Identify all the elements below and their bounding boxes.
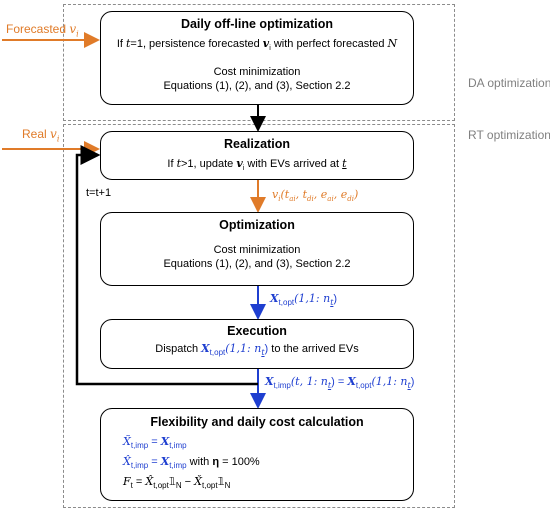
rt-optimization-label: RT optimization [468, 128, 550, 142]
loop-label: t=t+1 [86, 187, 112, 199]
execution-title: Execution [227, 324, 287, 338]
vi-tuple-label: vi(tai, tdi, eai, edi) [272, 188, 359, 204]
optimization-box: Optimization Cost minimization Equations… [100, 212, 414, 286]
daily-box-title: Daily off-line optimization [180, 17, 334, 31]
execution-line1: Dispatch Xt,opt(1,1: nt) to the arrived … [155, 342, 359, 358]
xopt-label: Xt,opt(1,1: nt) [270, 292, 338, 308]
optimization-line2: Equations (1), (2), and (3), Section 2.2 [163, 258, 351, 270]
optimization-title: Optimization [219, 218, 295, 232]
flexibility-eq3: Ft = X̂t,opt𝟙N − X̌t,opt𝟙N [123, 475, 231, 491]
daily-box-line3: Equations (1), (2), and (3), Section 2.2 [163, 80, 351, 93]
daily-box-line1: If t=1, persistence forecasted vi with p… [116, 37, 398, 53]
daily-offline-optimization-box: Daily off-line optimization If t=1, pers… [100, 11, 414, 105]
optimization-line1: Cost minimization [213, 244, 301, 256]
feedback-loop-line [75, 145, 258, 386]
flexibility-box: Flexibility and daily cost calculation X… [100, 408, 414, 501]
flexibility-eq2: X̂t,imp = Xt,imp with η = 100% [123, 455, 260, 471]
forecasted-input-label: Forecasted vi [6, 22, 79, 39]
execution-box: Execution Dispatch Xt,opt(1,1: nt) to th… [100, 319, 414, 369]
ximp-label: Xt,imp(t, 1: nt) = Xt,opt(1,1: nt) [265, 375, 415, 391]
realization-line1: If t>1, update vi with EVs arrived at t [167, 157, 347, 173]
da-optimization-label: DA optimization [468, 76, 550, 90]
flexibility-eq1: X̃t,imp = Xt,imp [123, 435, 187, 451]
realization-box: Realization If t>1, update vi with EVs a… [100, 131, 414, 180]
realization-title: Realization [224, 137, 290, 151]
daily-box-line2: Cost minimization [213, 66, 301, 79]
real-input-label: Real vi [22, 127, 60, 144]
flexibility-title: Flexibility and daily cost calculation [150, 415, 364, 429]
